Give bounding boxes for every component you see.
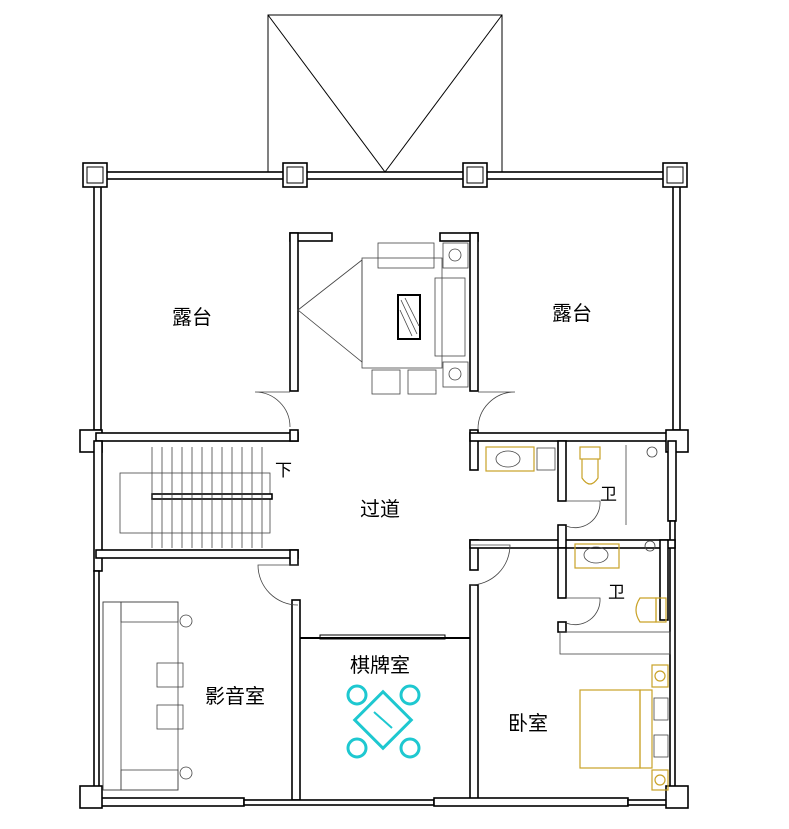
stairs-down-label: 下 (275, 461, 292, 481)
room-label-bedroom: 卧室 (508, 711, 548, 735)
staircase (119, 447, 273, 548)
lounge-furniture (297, 242, 469, 395)
bathroom-fixtures (485, 446, 667, 623)
media-room-furniture (102, 601, 193, 791)
room-label-terrace-right: 露台 (552, 301, 592, 325)
walls (79, 232, 689, 809)
room-label-bathroom-1: 卫 (600, 485, 617, 505)
bedroom-furniture (559, 631, 671, 791)
room-label-terrace-left: 露台 (172, 305, 212, 329)
room-label-corridor: 过道 (360, 497, 400, 521)
room-label-chess-room: 棋牌室 (350, 653, 410, 677)
chess-table (346, 684, 421, 759)
room-label-media-room: 影音室 (205, 684, 265, 708)
terrace-railing (82, 162, 688, 431)
room-label-bathroom-2: 卫 (608, 583, 625, 603)
roof-projection (267, 14, 503, 176)
doors (254, 391, 627, 626)
